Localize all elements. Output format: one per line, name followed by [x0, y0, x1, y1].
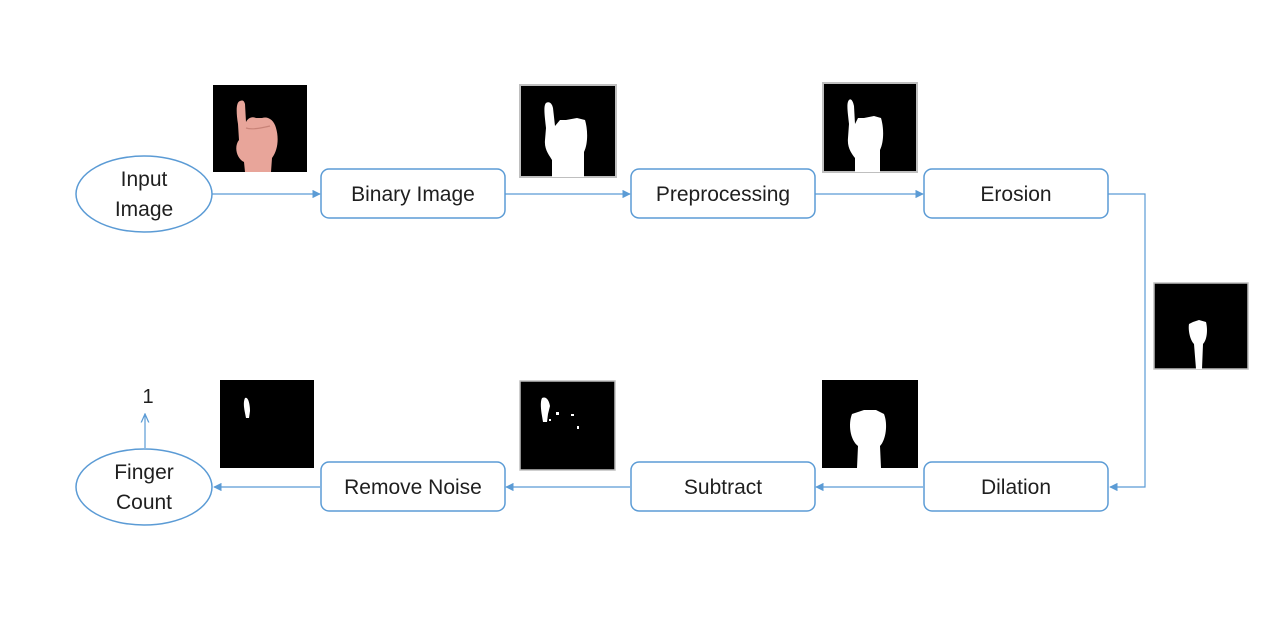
finger-count-result: 1: [142, 386, 153, 408]
arrow-erosion-to-dilation: [1108, 193, 1146, 492]
preprocessing-step: Preprocessing: [630, 168, 816, 219]
subtract-step: Subtract: [630, 461, 816, 512]
input-hand-thumbnail: [213, 85, 307, 172]
erosion-thumbnail: [1153, 282, 1249, 370]
dilation-thumbnail: [822, 380, 918, 468]
remove-noise-step-label: Remove Noise: [344, 476, 482, 499]
remove-noise-step: Remove Noise: [320, 461, 506, 512]
preprocessing-step-label: Preprocessing: [656, 183, 790, 206]
dilation-step-label: Dilation: [981, 476, 1051, 499]
subtract-step-label: Subtract: [684, 476, 762, 499]
input-image-node: Input Image: [75, 155, 213, 233]
finger-count-label-line2: Count: [116, 491, 172, 514]
input-image-label-line2: Image: [115, 198, 173, 221]
erosion-step-label: Erosion: [980, 183, 1051, 206]
erosion-step: Erosion: [923, 168, 1109, 219]
input-image-label-line1: Input: [121, 168, 168, 191]
binary-image-thumbnail: [519, 84, 617, 178]
finger-count-node: Finger Count: [75, 448, 213, 526]
preprocessing-thumbnail: [822, 82, 918, 173]
dilation-step: Dilation: [923, 461, 1109, 512]
binary-image-step: Binary Image: [320, 168, 506, 219]
finger-count-label-line1: Finger: [114, 461, 174, 484]
remove-noise-thumbnail: [220, 380, 314, 468]
binary-image-step-label: Binary Image: [351, 183, 475, 206]
subtract-thumbnail: [519, 380, 616, 471]
